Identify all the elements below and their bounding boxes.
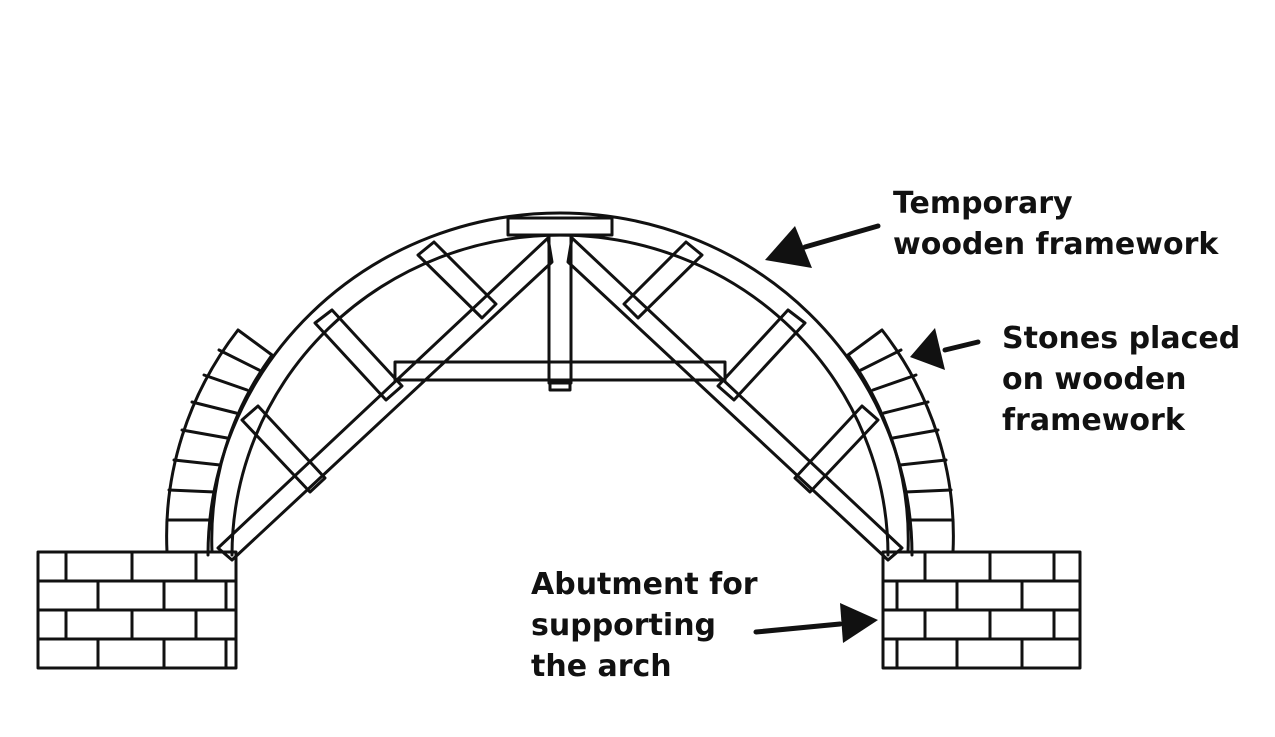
framework-label-line: wooden framework <box>893 227 1219 262</box>
arrow-icon <box>753 603 878 643</box>
framework-label-line: Temporary <box>893 186 1073 221</box>
left-abutment <box>36 550 238 670</box>
stones-label-line: framework <box>1002 403 1185 438</box>
framework-label: Temporary wooden framework <box>893 183 1218 265</box>
abutment-label-line: supporting <box>531 608 717 643</box>
arrow-icon <box>765 223 881 268</box>
abutment-label-line: Abutment for <box>531 567 758 602</box>
abutment-label: Abutment for supporting the arch <box>531 564 758 687</box>
stones-label: Stones placed on wooden framework <box>1002 318 1240 441</box>
stones-label-line: on wooden <box>1002 362 1187 397</box>
arrow-icon <box>910 328 981 370</box>
arch-stones <box>165 328 955 554</box>
abutment-label-line: the arch <box>531 649 672 684</box>
wooden-framework <box>206 211 914 562</box>
right-abutment <box>881 550 1082 670</box>
stones-label-line: Stones placed <box>1002 321 1241 356</box>
